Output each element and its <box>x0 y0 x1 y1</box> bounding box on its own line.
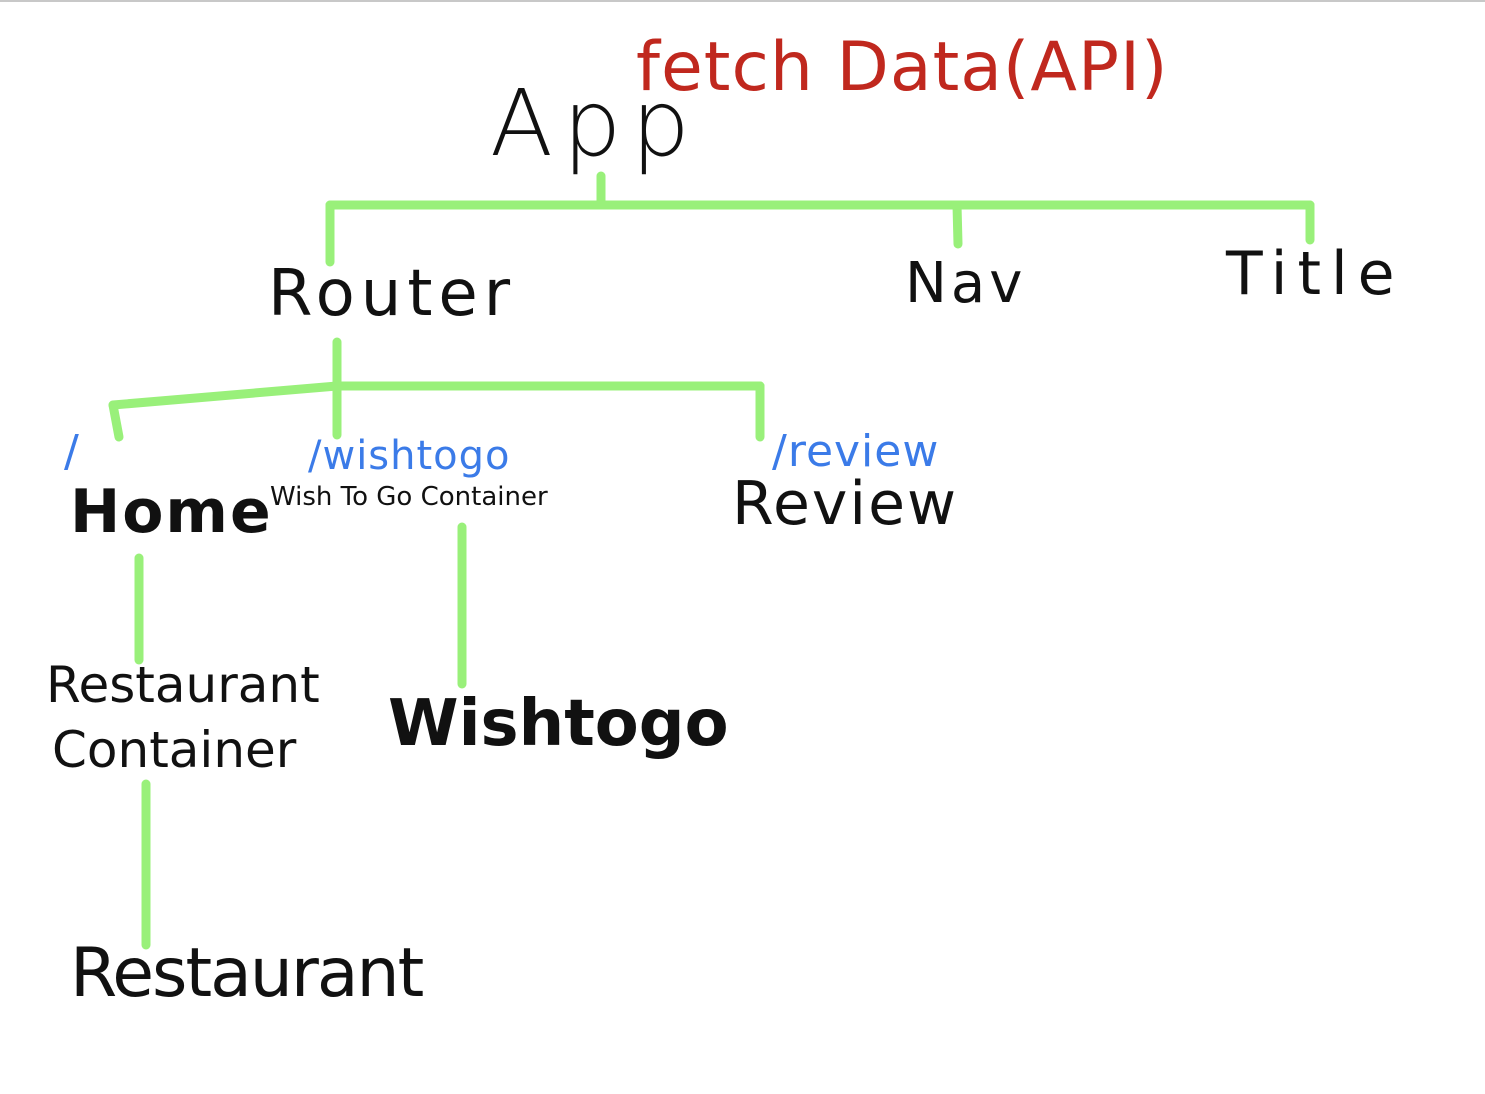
node-restaurant: Restaurant <box>70 934 424 1013</box>
node-router: Router <box>268 257 517 331</box>
connector-nav-drop <box>952 200 963 249</box>
node-title: Title <box>1226 239 1405 309</box>
route-wishtogo-label: /wishtogo <box>308 433 511 479</box>
route-review-label: /review <box>772 426 940 477</box>
node-wish-to-go-container: Wish To Go Container <box>270 482 548 512</box>
connector-home-drop <box>108 400 124 442</box>
node-review: Review <box>732 469 959 539</box>
node-home: Home <box>70 477 273 547</box>
top-border <box>0 0 1485 2</box>
route-root-label: / <box>64 426 79 477</box>
node-wishtogo: Wishtogo <box>388 687 729 761</box>
fetch-data-annotation: fetch Data(API) <box>636 28 1169 107</box>
node-app: App <box>490 70 700 177</box>
node-restaurant-container-line1: Restaurant <box>46 656 320 714</box>
connector-router-bar-left <box>108 381 342 410</box>
node-nav: Nav <box>905 251 1027 316</box>
node-restaurant-container-line2: Container <box>52 721 297 779</box>
